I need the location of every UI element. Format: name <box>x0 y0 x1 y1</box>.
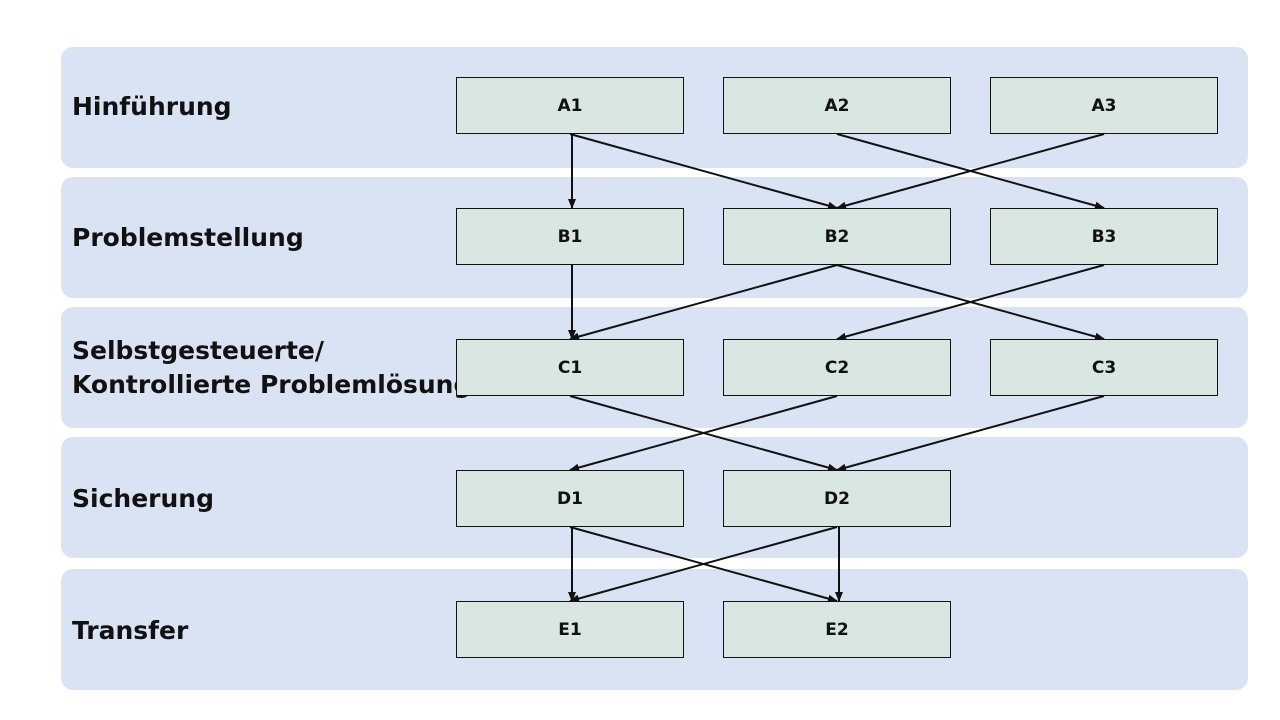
node-a2: A2 <box>723 77 951 134</box>
node-b3: B3 <box>990 208 1218 265</box>
phase-label-problemloesung: Selbstgesteuerte/ Kontrollierte Probleml… <box>72 334 471 402</box>
node-c3: C3 <box>990 339 1218 396</box>
node-b2: B2 <box>723 208 951 265</box>
phase-label-transfer: Transfer <box>72 616 189 645</box>
node-b1: B1 <box>456 208 684 265</box>
phase-label-problemloesung-line1: Selbstgesteuerte/ <box>72 336 325 365</box>
node-a1: A1 <box>456 77 684 134</box>
node-e1: E1 <box>456 601 684 658</box>
node-c2: C2 <box>723 339 951 396</box>
phase-label-problemstellung: Problemstellung <box>72 223 304 252</box>
phase-label-hinfuehrung: Hinführung <box>72 92 232 121</box>
node-d1: D1 <box>456 470 684 527</box>
phase-label-sicherung: Sicherung <box>72 484 214 513</box>
node-a3: A3 <box>990 77 1218 134</box>
node-d2: D2 <box>723 470 951 527</box>
phase-label-problemloesung-line2: Kontrollierte Problemlösung <box>72 370 472 399</box>
node-c1: C1 <box>456 339 684 396</box>
node-e2: E2 <box>723 601 951 658</box>
